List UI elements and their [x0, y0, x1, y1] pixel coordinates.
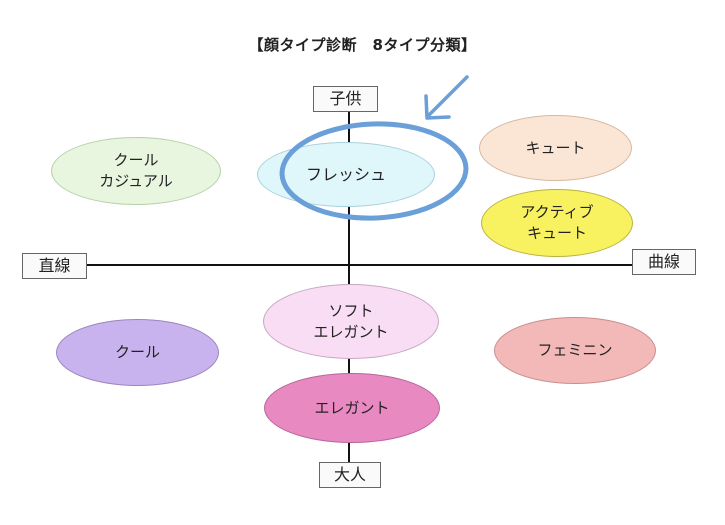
bubble-soft-elegant: ソフト エレガント: [263, 284, 439, 359]
axis-label-left: 直線: [22, 253, 87, 279]
bubble-active-cute: アクティブ キュート: [481, 189, 633, 257]
bubble-cute: キュート: [479, 115, 632, 181]
axis-label-top: 子供: [313, 86, 378, 112]
bubble-feminine: フェミニン: [494, 317, 656, 384]
bubble-label: フレッシュ: [305, 165, 386, 184]
bubble-label: フェミニン: [537, 341, 613, 359]
bubble-label: クール: [114, 343, 160, 361]
bubble-label: キュート: [525, 138, 586, 157]
bubble-label: ソフト エレガント: [313, 301, 389, 341]
highlight-circle: [279, 121, 469, 221]
bubble-label: クール カジュアル: [99, 151, 173, 190]
bubble-cool: クール: [56, 319, 219, 386]
pointer-arrow-icon: [424, 75, 469, 120]
bubble-label: エレガント: [314, 398, 390, 417]
axis-label-bottom: 大人: [319, 462, 381, 488]
bubble-cool-casual: クール カジュアル: [51, 137, 221, 205]
bubble-elegant: エレガント: [264, 373, 440, 443]
bubble-fresh: フレッシュ: [257, 142, 435, 207]
bubble-label: アクティブ キュート: [520, 203, 594, 242]
axis-label-right: 曲線: [632, 249, 696, 275]
diagram-title: 【顔タイプ診断 8タイプ分類】: [248, 36, 477, 54]
